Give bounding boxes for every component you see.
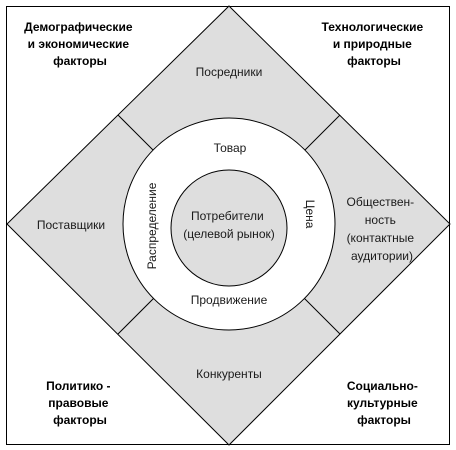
ring-right-label: Цена (303, 200, 317, 229)
sector-bottom-label: Конкуренты (196, 367, 262, 381)
ring-left-label: Распределение (145, 182, 159, 269)
center-label: Потребители (целевой рынок) (183, 209, 274, 241)
corner-bottom-right-label: Социально- культурные факторы (347, 379, 421, 427)
sector-top-label: Посредники (196, 65, 263, 79)
sector-right-label: Обществен- ность (контактные аудитории) (347, 195, 418, 263)
ring-top-label: Товар (214, 141, 247, 155)
sector-left-label: Поставщики (37, 218, 105, 232)
corner-top-right-label: Технологические и природные факторы (322, 20, 427, 68)
corner-bottom-left-label: Политико - правовые факторы (46, 379, 114, 427)
corner-top-left-label: Демографические и экономические факторы (24, 20, 136, 68)
ring-bottom-label: Продвижение (191, 293, 268, 307)
target-market-circle (170, 169, 288, 287)
